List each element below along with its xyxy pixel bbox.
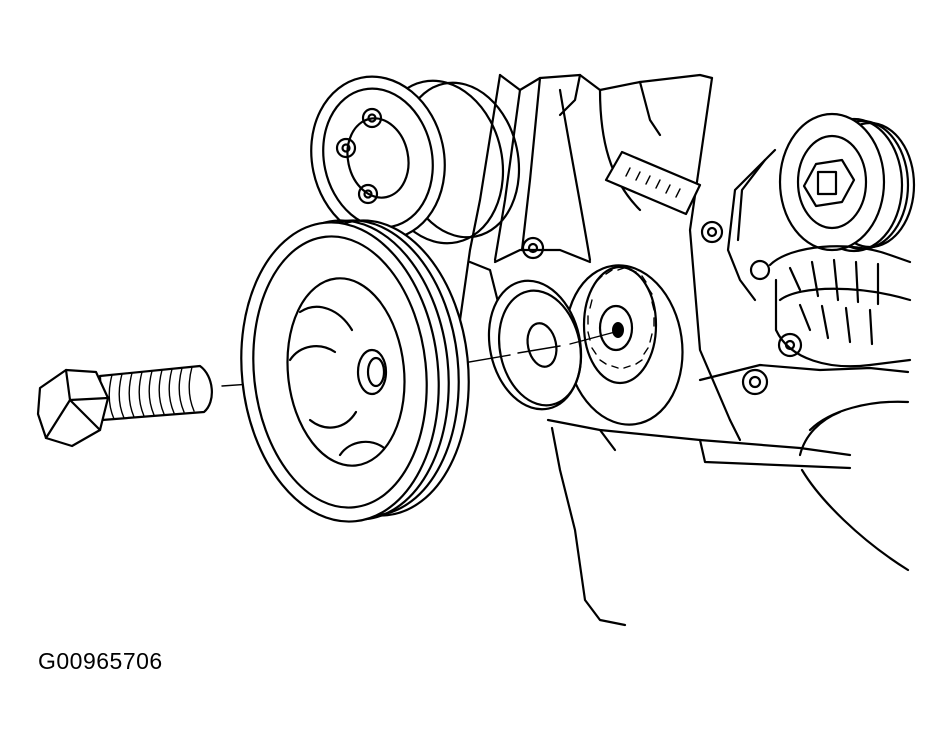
crankshaft-bolt bbox=[36, 364, 213, 448]
engine-bolts bbox=[521, 220, 803, 396]
crankshaft-pulley bbox=[240, 219, 470, 523]
timing-gauge bbox=[604, 150, 702, 216]
alternator bbox=[698, 245, 912, 572]
figure-id-label: G00965706 bbox=[38, 648, 163, 674]
engine-block-outline bbox=[458, 73, 852, 627]
idler-pulley bbox=[726, 112, 916, 302]
